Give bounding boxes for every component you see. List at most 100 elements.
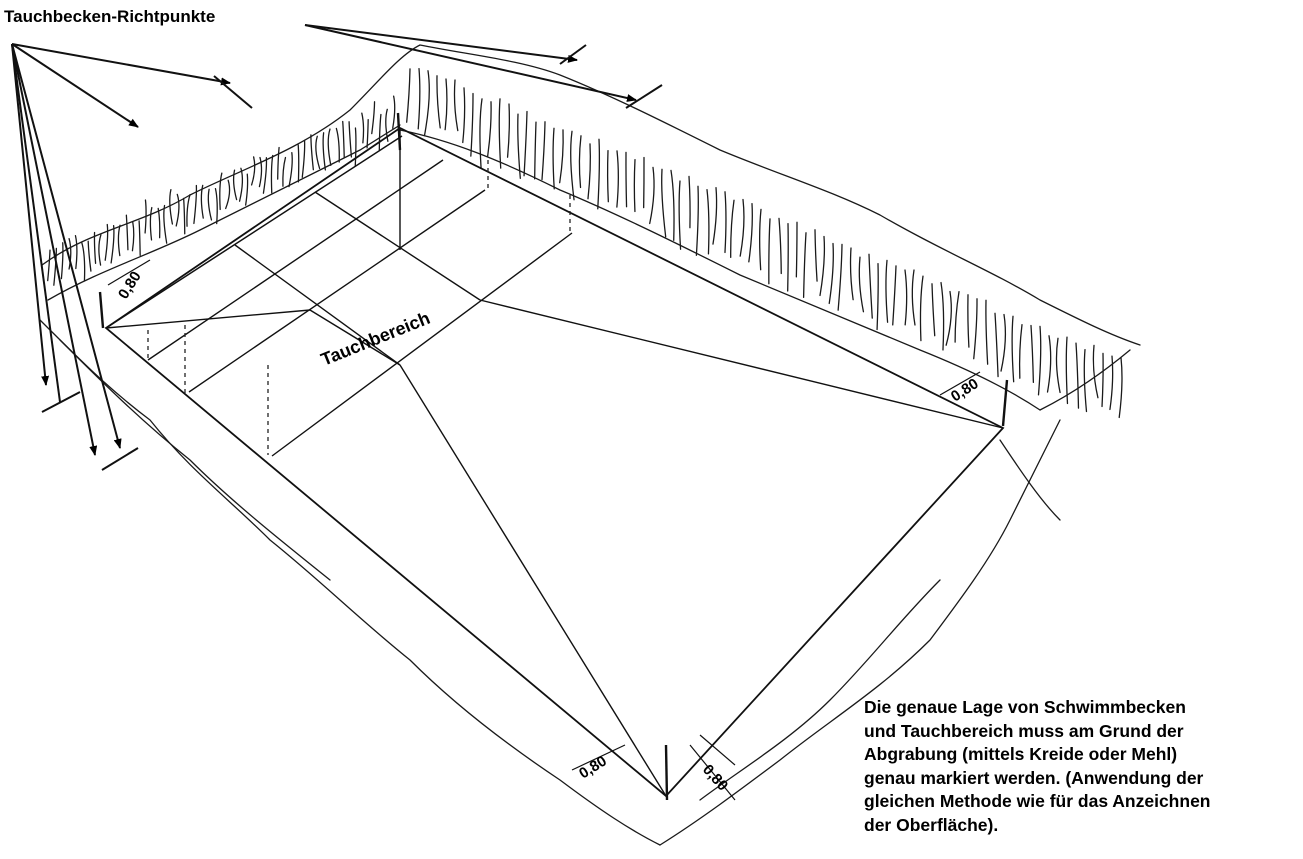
wall-hatch-stroke — [606, 149, 609, 203]
wall-hatch-stroke — [802, 232, 807, 299]
stakes — [98, 112, 1009, 801]
wall-hatch-stroke — [931, 283, 936, 337]
wall-hatch-stroke — [649, 166, 655, 225]
wall-hatch-stroke — [207, 188, 213, 221]
wall-hatch-stroke — [892, 265, 897, 326]
wall-hatch-stroke — [1037, 325, 1042, 396]
wall-hatch-stroke — [288, 151, 293, 188]
wall-hatch-stroke — [385, 108, 389, 142]
wall-hatch-stroke — [68, 238, 72, 270]
wall-hatch-stroke — [371, 101, 376, 135]
wall-hatch-stroke — [214, 187, 218, 225]
wall-hatch-stroke — [954, 291, 960, 343]
wall-hatch-stroke — [517, 113, 521, 180]
wall-hatch-stroke — [232, 169, 238, 201]
wall-hatch-stroke — [1101, 352, 1104, 408]
diving-area-grid — [105, 128, 1004, 797]
instruction-line: der Oberfläche). — [864, 814, 999, 835]
wall-hatch-stroke — [837, 243, 843, 311]
instruction-line: und Tauchbereich muss am Grund der — [864, 720, 1184, 741]
wall-hatch-stroke — [1075, 342, 1080, 409]
wall-hatch-stroke — [940, 281, 945, 351]
reference-arrows — [11, 24, 663, 471]
wall-hatch-stroke — [462, 87, 466, 144]
wall-hatch-stroke — [149, 206, 153, 241]
wall-hatch-stroke — [587, 143, 591, 200]
wall-hatch-stroke — [453, 79, 459, 132]
wall-hatch-stroke — [748, 202, 753, 263]
wall-hatch-stroke — [110, 225, 115, 264]
wall-hatch-stroke — [270, 154, 274, 194]
wall-hatch-stroke — [361, 112, 365, 144]
wall-hatch-stroke — [868, 253, 873, 319]
wall-hatch-stroke — [597, 138, 601, 210]
wall-hatch-stroke — [670, 169, 675, 241]
wall-hatch-stroke — [200, 184, 204, 219]
wall-hatch-stroke — [98, 234, 102, 266]
wall-hatch-stroke — [1046, 335, 1052, 393]
wall-hatch-stroke — [506, 103, 511, 158]
wall-hatch-stroke — [1000, 313, 1007, 372]
wall-hatch-stroke — [695, 185, 699, 256]
wall-hatch-stroke — [688, 175, 691, 229]
instruction-line: gleichen Methode wie für das Anzeichnen — [864, 791, 1211, 811]
wall-hatch-stroke — [219, 172, 223, 211]
wall-hatch-stroke — [616, 150, 619, 208]
reference-points-title: Tauchbecken-Richtpunkte — [4, 7, 215, 26]
wall-hatch-stroke — [225, 179, 231, 210]
wall-hatch-stroke — [322, 132, 327, 171]
instruction-line: genau markiert werden. (Anwendung der — [864, 767, 1204, 788]
dimension-label-right: 0,80 — [948, 375, 982, 405]
wall-hatch-stroke — [193, 184, 198, 225]
excavation-edge-front — [39, 319, 1061, 846]
wall-hatch-stroke — [131, 221, 135, 252]
wall-hatch-stroke — [523, 110, 528, 177]
wall-hatch-stroke — [277, 146, 280, 180]
wall-hatch-stroke — [238, 167, 244, 202]
wall-hatch-stroke — [282, 156, 287, 187]
wall-hatch-stroke — [570, 130, 575, 201]
instruction-line: Abgrabung (mittels Kreide oder Mehl) — [864, 744, 1178, 764]
wall-hatch-stroke — [104, 223, 109, 261]
wall-hatch-stroke — [578, 135, 582, 189]
wall-hatch-stroke — [541, 121, 546, 181]
wall-hatch-stroke — [157, 207, 161, 239]
wall-hatch-stroke — [479, 98, 483, 169]
wall-hatch-stroke — [828, 242, 834, 305]
wall-hatch-stroke — [819, 235, 826, 297]
wall-hatch-stroke — [175, 193, 180, 227]
wall-hatch-stroke — [315, 135, 321, 170]
wall-hatch-stroke — [858, 256, 865, 313]
wall-hatch-stroke — [186, 194, 191, 227]
wall-hatch-stroke — [787, 223, 789, 292]
wall-hatch-stroke — [559, 129, 564, 184]
wall-hatch-stroke — [87, 240, 92, 272]
wall-hatch-stroke — [342, 120, 345, 158]
wall-hatch-stroke — [1083, 348, 1088, 413]
wall-hatch-stroke — [417, 67, 421, 130]
wall-hatch-stroke — [335, 127, 340, 163]
wall-hatch-stroke — [1018, 324, 1023, 379]
wall-hatch-stroke — [678, 180, 682, 250]
wall-hatch-stroke — [778, 217, 782, 275]
excavation-wall-back — [41, 44, 1141, 419]
wall-hatch-stroke — [138, 220, 141, 256]
instruction-line: Die genaue Lage von Schwimmbecken — [864, 697, 1186, 717]
wall-hatch-stroke — [945, 290, 952, 346]
wall-hatch-stroke — [117, 224, 121, 257]
wall-hatch-stroke — [258, 156, 263, 188]
instruction-text: Die genaue Lage von Schwimmbecken und Ta… — [864, 696, 1300, 837]
wall-hatch-stroke — [1055, 337, 1061, 394]
wall-hatch-stroke — [93, 231, 97, 264]
dimension-label-left: 0,80 — [115, 268, 145, 302]
wall-hatch-stroke — [730, 199, 735, 258]
wall-hatch-stroke — [534, 121, 537, 180]
wall-hatch-stroke — [739, 198, 745, 257]
wall-hatch-stroke — [1030, 324, 1035, 383]
wall-hatch-stroke — [262, 157, 268, 194]
wall-hatch-stroke — [74, 235, 78, 270]
wall-hatch-stroke — [310, 134, 314, 171]
wall-hatch-stroke — [1065, 336, 1069, 405]
wall-hatch-stroke — [904, 269, 908, 326]
